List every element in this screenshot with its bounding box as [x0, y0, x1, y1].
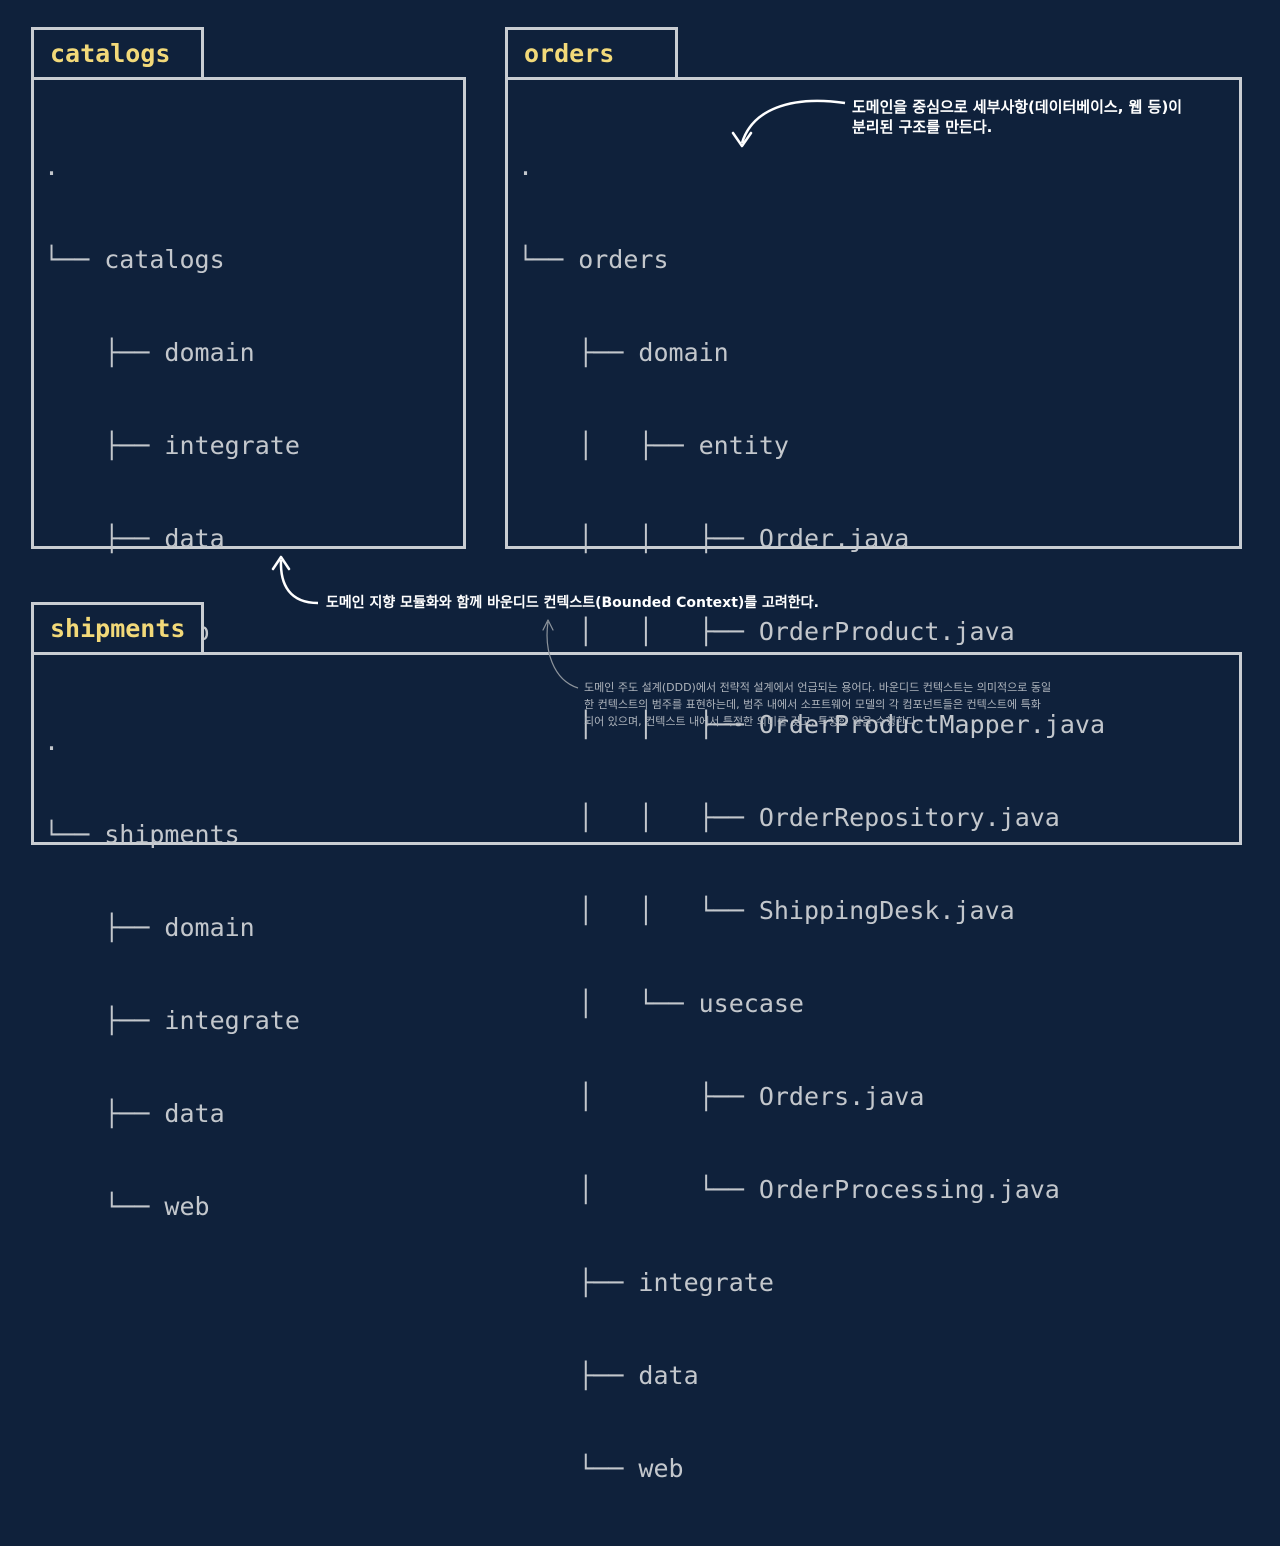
tree-line: .: [44, 727, 60, 756]
tree-line: .: [518, 152, 534, 181]
catalogs-tab-label: catalogs: [50, 39, 171, 68]
tree-line: │ ├── Orders.java: [518, 1082, 925, 1111]
orders-panel: . └── orders ├── domain │ ├── entity │ │…: [505, 77, 1242, 1483]
tree-line: │ │ └── ShippingDesk.java: [518, 896, 1015, 925]
domain-note-line: 분리된 구조를 만든다.: [852, 118, 993, 136]
catalogs-tab: catalogs: [31, 27, 204, 79]
tree-line: ├── domain: [44, 338, 255, 367]
shipments-tab-label: shipments: [50, 614, 186, 643]
tree-line: │ └── OrderProcessing.java: [518, 1175, 1060, 1204]
tree-line: ├── integrate: [44, 1006, 300, 1035]
tree-line: │ │ ├── OrderRepository.java: [518, 803, 1060, 832]
ddd-note-line: 도메인 주도 설계(DDD)에서 전략적 설계에서 언급되는 용어다. 바운디드…: [584, 681, 1052, 694]
tree-line: └── web: [518, 1454, 684, 1483]
tree-line: └── orders: [518, 245, 669, 274]
catalogs-panel: . └── catalogs ├── domain ├── integrate …: [31, 77, 466, 646]
domain-note: 도메인을 중심으로 세부사항(데이터베이스, 웹 등)이 분리된 구조를 만든다…: [852, 97, 1182, 137]
tree-line: └── catalogs: [44, 245, 225, 274]
tree-line: ├── integrate: [44, 431, 300, 460]
tree-line: │ │ ├── OrderProductMapper.java: [518, 710, 1105, 739]
domain-note-line: 도메인을 중심으로 세부사항(데이터베이스, 웹 등)이: [852, 98, 1183, 116]
orders-tab: orders: [505, 27, 678, 79]
ddd-note: 도메인 주도 설계(DDD)에서 전략적 설계에서 언급되는 용어다. 바운디드…: [584, 679, 1051, 730]
orders-tab-label: orders: [524, 39, 615, 68]
shipments-tab: shipments: [31, 602, 204, 654]
tree-line: │ └── usecase: [518, 989, 804, 1018]
tree-line: ├── domain: [518, 338, 729, 367]
tree-line: └── web: [44, 1192, 210, 1221]
tree-line: │ ├── entity: [518, 431, 789, 460]
ddd-note-line: 되어 있으며, 컨텍스트 내에서 특정한 의미를 갖고, 특정한 일을 수행한다…: [584, 715, 920, 728]
tree-line: ├── integrate: [518, 1268, 774, 1297]
tree-line: ├── data: [44, 524, 225, 553]
tree-line: │ │ ├── Order.java: [518, 524, 910, 553]
shipments-tree: . └── shipments ├── domain ├── integrate…: [44, 664, 300, 1284]
tree-line: ├── data: [518, 1361, 699, 1390]
ddd-note-line: 한 컨텍스트의 범주를 표현하는데, 범주 내에서 소프트웨어 모델의 각 컴포…: [584, 698, 1041, 711]
tree-line: └── shipments: [44, 820, 240, 849]
tree-line: .: [44, 152, 60, 181]
tree-line: ├── data: [44, 1099, 225, 1128]
tree-line: │ │ ├── OrderProduct.java: [518, 617, 1015, 646]
tree-line: ├── domain: [44, 913, 255, 942]
bounded-context-note: 도메인 지향 모듈화와 함께 바운디드 컨텍스트(Bounded Context…: [326, 595, 819, 611]
